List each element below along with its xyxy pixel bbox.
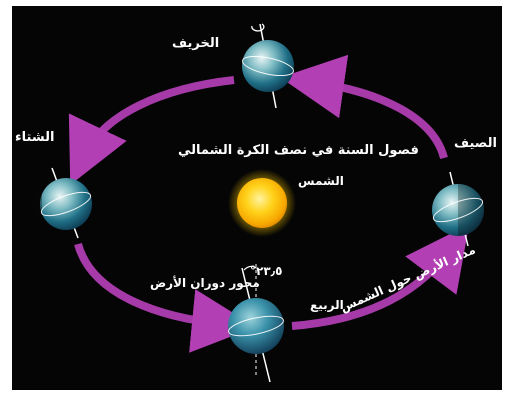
season-label-autumn: الخريف: [172, 36, 220, 51]
earth-autumn-icon: [242, 23, 294, 109]
diagram-graphics: [32, 23, 484, 383]
axis-label: محور دوران الأرض: [150, 276, 260, 290]
orbit-arrow-spring-to-summer: [291, 224, 470, 330]
earth-winter-icon: [32, 167, 92, 239]
orbit-arrow-autumn-to-winter: [68, 76, 235, 185]
diagram-title: فصول السنة في نصف الكرة الشمالي: [178, 143, 419, 158]
orbit-arrow-winter-to-spring: [74, 242, 256, 353]
season-label-summer: الصيف: [454, 136, 497, 151]
tilt-angle-label: °٢٣٫٥: [250, 264, 283, 278]
diagram-canvas: الخريف الشتاء الصيف الربيع فصول السنة في…: [12, 6, 502, 390]
earth-summer-icon: [432, 171, 484, 247]
season-label-winter: الشتاء: [15, 130, 55, 145]
season-label-spring: الربيع: [310, 298, 344, 312]
earth-spring-icon: [228, 264, 284, 383]
sun-label: الشمس: [298, 174, 344, 188]
sun-icon: [237, 178, 287, 228]
orbit-arrow-summer-to-autumn: [280, 54, 448, 160]
